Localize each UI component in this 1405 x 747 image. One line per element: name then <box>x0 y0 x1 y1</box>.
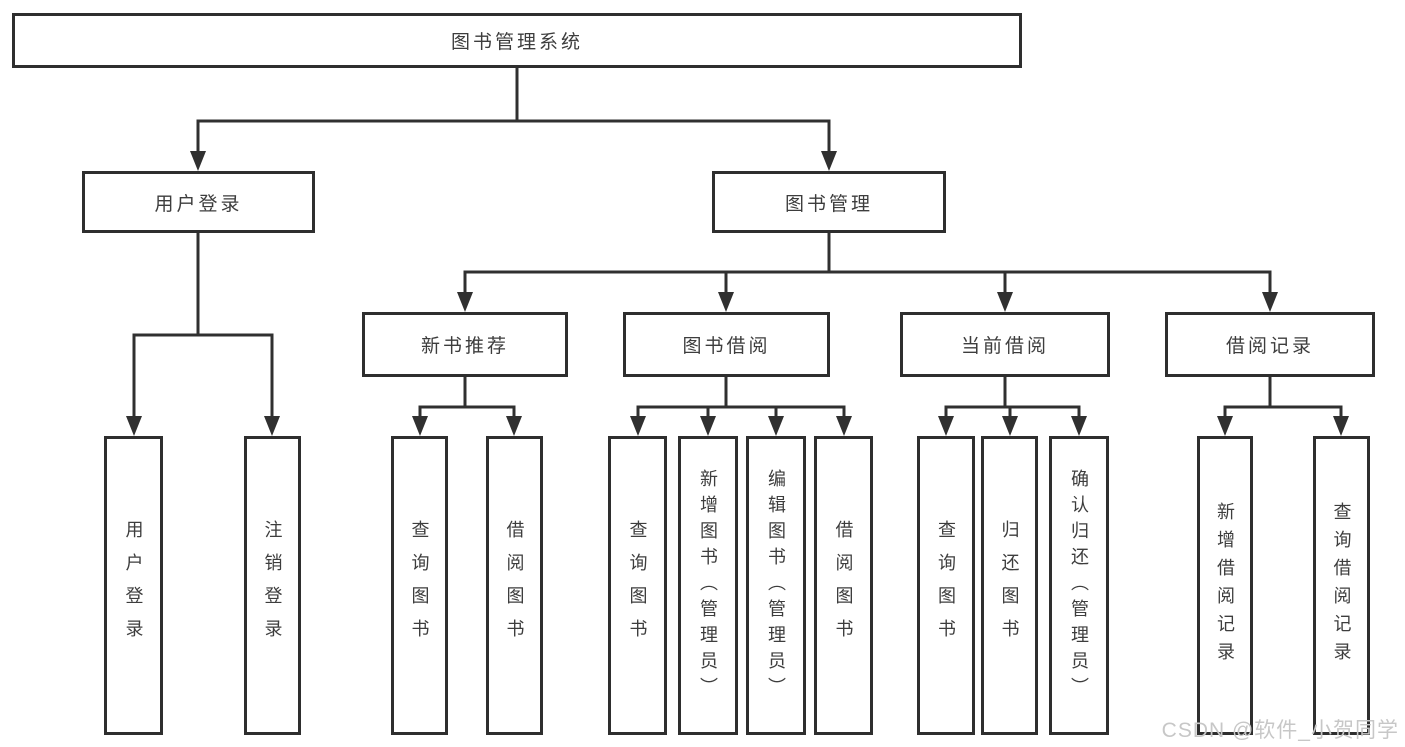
node-query-books-recommend: 查询图书 <box>391 436 448 735</box>
arrowhead <box>821 151 837 171</box>
arrowhead <box>768 416 784 436</box>
node-borrow-books: 借阅图书 <box>814 436 873 735</box>
arrowhead <box>836 416 852 436</box>
node-library-system: 图书管理系统 <box>12 13 1022 68</box>
arrowhead <box>457 292 473 312</box>
arrowhead <box>1071 416 1087 436</box>
connector-currentborrow-to-children <box>944 375 1081 421</box>
arrowhead <box>997 292 1013 312</box>
csdn-watermark: CSDN @软件_小贺同学 <box>1161 719 1399 742</box>
node-user-login-group: 用户登录 <box>82 171 315 233</box>
node-return-books: 归还图书 <box>981 436 1038 735</box>
arrowhead <box>506 416 522 436</box>
arrowhead <box>630 416 646 436</box>
arrowhead <box>1262 292 1278 312</box>
node-query-books-current: 查询图书 <box>917 436 975 735</box>
arrowhead <box>718 292 734 312</box>
node-borrow-records: 借阅记录 <box>1165 312 1375 377</box>
node-query-borrow-record: 查询借阅记录 <box>1313 436 1370 735</box>
node-query-books-borrow: 查询图书 <box>608 436 667 735</box>
connector-root-to-level2 <box>196 66 831 156</box>
node-confirm-return-admin: 确认归还（管理员） <box>1049 436 1109 735</box>
node-new-book-recommend: 新书推荐 <box>362 312 568 377</box>
arrowhead <box>700 416 716 436</box>
node-borrow-books-recommend: 借阅图书 <box>486 436 543 735</box>
node-add-borrow-record: 新增借阅记录 <box>1197 436 1253 735</box>
arrowhead <box>938 416 954 436</box>
node-current-borrow: 当前借阅 <box>900 312 1110 377</box>
node-edit-books-admin: 编辑图书（管理员） <box>746 436 806 735</box>
connector-records-to-children <box>1223 375 1343 421</box>
arrowhead <box>1333 416 1349 436</box>
connector-bookborrow-to-children <box>636 375 846 421</box>
connector-userlogin-to-children <box>132 231 274 421</box>
connector-bookmgmt-to-level3 <box>463 231 1272 297</box>
node-user-login: 用户登录 <box>104 436 163 735</box>
arrowhead <box>264 416 280 436</box>
node-add-books-admin: 新增图书（管理员） <box>678 436 738 735</box>
arrowhead <box>1002 416 1018 436</box>
node-book-borrow: 图书借阅 <box>623 312 830 377</box>
arrowhead <box>412 416 428 436</box>
arrowhead <box>1217 416 1233 436</box>
arrowhead <box>190 151 206 171</box>
node-logout: 注销登录 <box>244 436 301 735</box>
arrowhead <box>126 416 142 436</box>
node-book-management: 图书管理 <box>712 171 946 233</box>
connector-newbook-to-children <box>418 375 516 421</box>
